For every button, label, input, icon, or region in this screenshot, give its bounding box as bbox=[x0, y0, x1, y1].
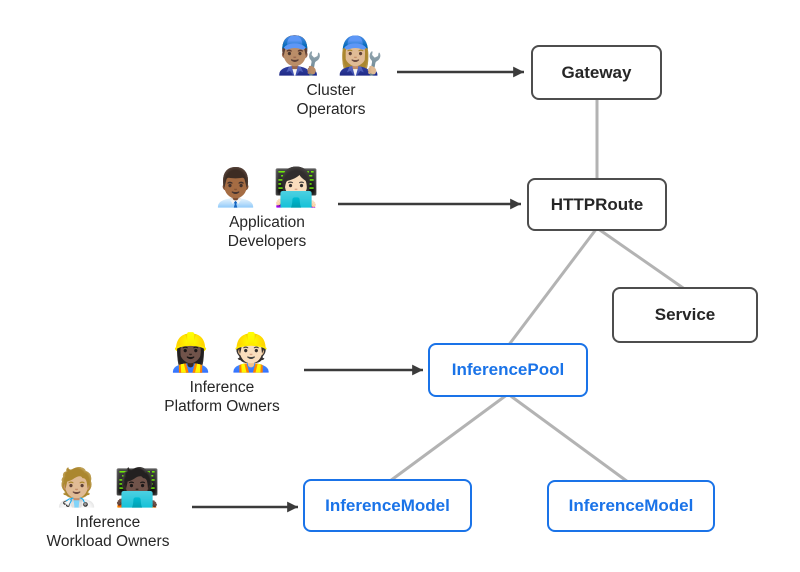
persona-cluster-operators: 👨🏽‍🔧 👩🏼‍🔧 Cluster Operators bbox=[261, 34, 401, 119]
node-service: Service bbox=[612, 287, 758, 343]
label-line: Inference bbox=[75, 514, 141, 531]
application-developers-label: Application Developers bbox=[192, 213, 342, 251]
node-service-label: Service bbox=[654, 305, 716, 324]
node-inferencemodel-left-label: InferenceModel bbox=[325, 495, 450, 515]
inference-workload-owners-label: Inference Workload Owners bbox=[18, 513, 198, 551]
label-line: Inference bbox=[189, 379, 255, 396]
label-line: Cluster bbox=[306, 82, 356, 99]
node-gateway: Gateway bbox=[531, 45, 662, 100]
label-line: Operators bbox=[296, 101, 366, 118]
label-line: Developers bbox=[227, 233, 307, 250]
node-httproute: HTTPRoute bbox=[527, 178, 667, 231]
inference-platform-owners-emoji: 👷🏿‍♀️ 👷🏻 bbox=[167, 332, 277, 373]
node-httproute-label: HTTPRoute bbox=[550, 194, 644, 214]
edge-inferencepool-inferencemodel-right bbox=[507, 392, 629, 484]
persona-inference-platform-owners: 👷🏿‍♀️ 👷🏻 Inference Platform Owners bbox=[137, 331, 307, 416]
node-inferencepool: InferencePool bbox=[428, 343, 588, 397]
node-inferencemodel-right-label: InferenceModel bbox=[568, 496, 694, 515]
edge-httproute-service bbox=[596, 226, 687, 292]
edge-inferencepool-inferencemodel-left bbox=[389, 392, 509, 483]
node-gateway-label: Gateway bbox=[561, 62, 632, 82]
label-line: Workload Owners bbox=[46, 533, 170, 550]
node-inferencemodel-left: InferenceModel bbox=[303, 479, 472, 532]
cluster-operators-emoji: 👨🏽‍🔧 👩🏼‍🔧 bbox=[276, 35, 386, 76]
label-line: Platform Owners bbox=[164, 398, 280, 415]
inference-workload-owners-emoji: 🧑🏼‍⚕️ 🧑🏿‍💻 bbox=[53, 467, 163, 508]
label-line: Application bbox=[229, 214, 305, 231]
cluster-operators-label: Cluster Operators bbox=[261, 81, 401, 119]
node-inferencepool-label: InferencePool bbox=[451, 360, 565, 379]
edge-httproute-inferencepool bbox=[506, 227, 599, 347]
node-inferencemodel-right: InferenceModel bbox=[547, 480, 715, 532]
inference-platform-owners-label: Inference Platform Owners bbox=[137, 378, 307, 416]
persona-application-developers: 👨🏾‍💼 👩🏻‍💻 Application Developers bbox=[192, 166, 342, 251]
application-developers-emoji: 👨🏾‍💼 👩🏻‍💻 bbox=[212, 167, 322, 208]
persona-inference-workload-owners: 🧑🏼‍⚕️ 🧑🏿‍💻 Inference Workload Owners bbox=[18, 466, 198, 551]
